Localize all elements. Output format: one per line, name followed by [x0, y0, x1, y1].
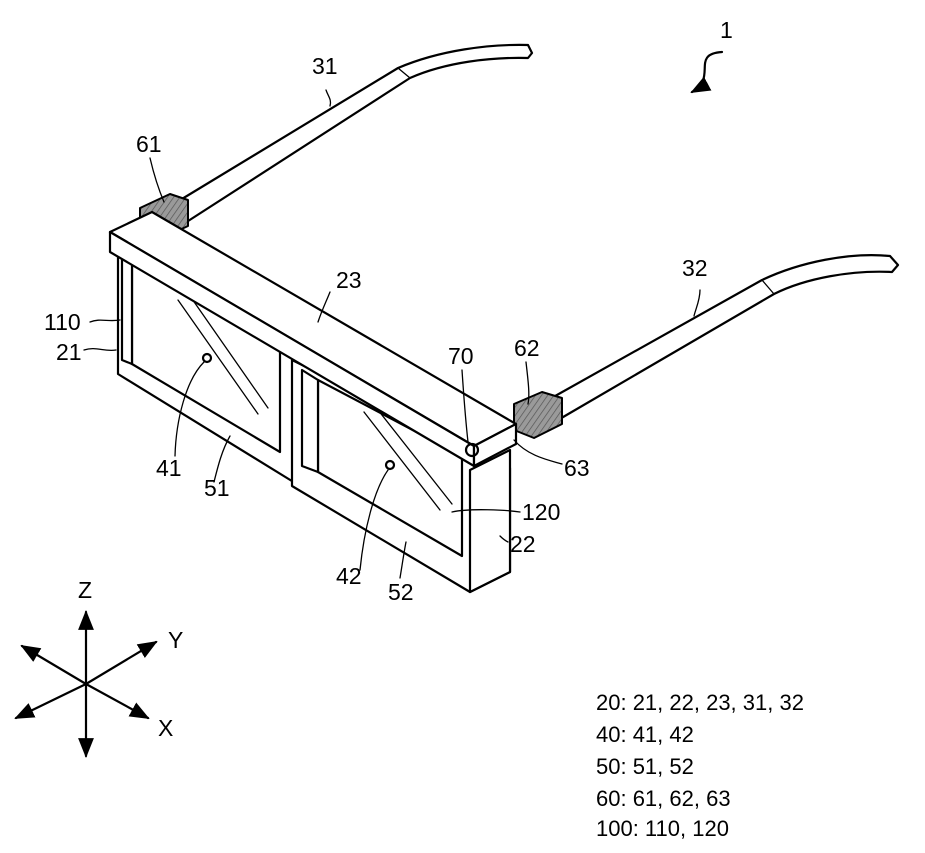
label-rim-right: 52 — [388, 579, 414, 605]
label-lens-left: 110 — [44, 309, 81, 335]
temple-right — [546, 254, 900, 422]
legend-line-3: 50: 51, 52 — [596, 754, 694, 779]
label-temple-left: 31 — [312, 53, 338, 79]
label-bridge: 23 — [336, 267, 362, 293]
label-rim-left: 51 — [204, 475, 230, 501]
legend-line-5: 100: 110, 120 — [596, 816, 729, 841]
label-sensor-left: 41 — [156, 455, 182, 481]
device-arrow — [690, 50, 724, 94]
label-lens-right: 120 — [522, 499, 560, 525]
sensor-left — [201, 352, 213, 364]
camera-lens — [464, 442, 480, 458]
label-temple-right: 32 — [682, 255, 708, 281]
legend-line-4: 60: 61, 62, 63 — [596, 786, 731, 811]
axis-label-y: Y — [168, 627, 183, 653]
label-frame-left: 21 — [56, 339, 82, 365]
top-bar — [108, 210, 518, 468]
leader-lines — [83, 89, 701, 579]
legend-line-1: 20: 21, 22, 23, 31, 32 — [596, 690, 804, 715]
axis-label-x: X — [158, 715, 173, 741]
label-sensor-right: 42 — [336, 563, 362, 589]
label-frame-right: 22 — [510, 531, 536, 557]
label-hinge-left: 61 — [136, 131, 162, 157]
legend-line-2: 40: 41, 42 — [596, 722, 694, 747]
label-hinge-right-lower: 63 — [564, 455, 590, 481]
label-hinge-right: 62 — [514, 335, 540, 361]
label-device: 1 — [720, 17, 733, 43]
hinge-right-block — [513, 391, 563, 439]
frame-left — [116, 244, 302, 488]
sensor-right — [384, 459, 396, 471]
label-camera: 70 — [448, 343, 474, 369]
legend: 20: 21, 22, 23, 31, 32 40: 41, 42 50: 51… — [596, 690, 804, 841]
reference-numerals: 1 31 32 61 62 63 23 110 21 41 51 70 42 1… — [44, 17, 733, 605]
coordinate-axes: Z Y X — [14, 577, 183, 758]
temple-left — [170, 43, 534, 225]
axis-label-z: Z — [78, 577, 92, 603]
